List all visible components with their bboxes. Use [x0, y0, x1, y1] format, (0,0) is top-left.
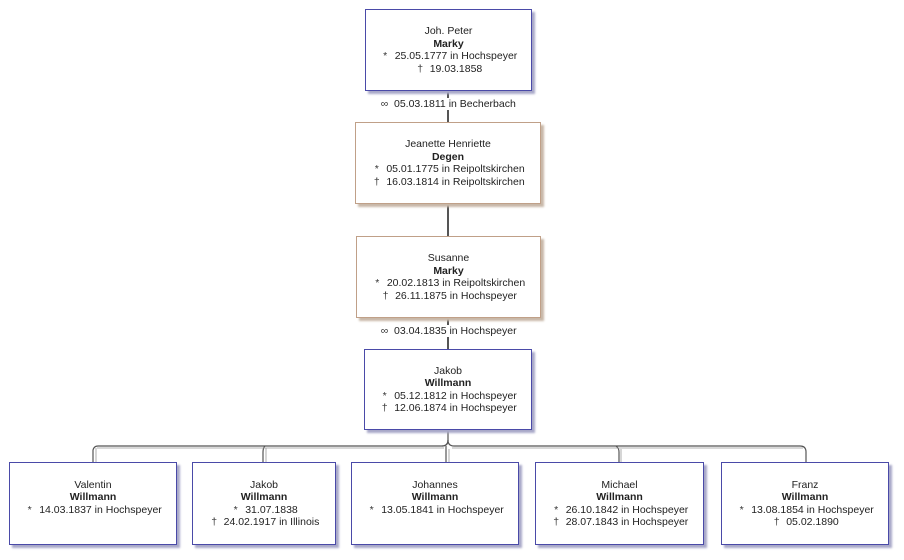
- birth-icon: *: [382, 389, 387, 402]
- branch-line: [92, 430, 449, 462]
- death-line: †24.02.1917 in Illinois: [209, 516, 319, 529]
- surname: Marky: [433, 264, 464, 277]
- death-icon: †: [211, 516, 218, 528]
- birth-icon: *: [739, 503, 744, 516]
- branch-line: [447, 439, 807, 462]
- death-icon: †: [373, 175, 380, 188]
- birth-icon: *: [375, 277, 380, 289]
- birth-line: *25.05.1777 in Hochspeyer: [380, 50, 517, 63]
- death-icon: †: [553, 516, 560, 528]
- given-name: Jakob: [249, 478, 279, 491]
- surname: Willmann: [424, 377, 472, 389]
- given-name: Jakob: [433, 364, 463, 377]
- birth-line: *20.02.1813 in Reipoltskirchen: [372, 277, 525, 290]
- surname: Willmann: [69, 491, 117, 503]
- child-box-michael[interactable]: Michael Willmann *26.10.1842 in Hochspey…: [535, 462, 704, 545]
- death-line: †26.11.1875 in Hochspeyer: [380, 290, 517, 303]
- branch-line: [615, 445, 620, 462]
- given-name: Michael: [601, 478, 638, 491]
- death-line: †05.02.1890: [771, 516, 839, 529]
- child-box-johannes[interactable]: Johannes Willmann *13.05.1841 in Hochspe…: [351, 462, 519, 545]
- birth-line: *13.05.1841 in Hochspeyer: [366, 504, 504, 517]
- death-line: †19.03.1858: [415, 62, 482, 76]
- birth-line: *13.08.1854 in Hochspeyer: [736, 504, 874, 517]
- person-box-susanne-marky[interactable]: Susanne Marky *20.02.1813 in Reipoltskir…: [356, 236, 541, 318]
- birth-icon: *: [369, 503, 374, 516]
- person-box-joh-peter-marky[interactable]: Joh. Peter Marky *25.05.1777 in Hochspey…: [365, 9, 532, 91]
- surname: Willmann: [781, 491, 829, 503]
- given-name: Joh. Peter: [424, 25, 473, 37]
- given-name: Jeanette Henriette: [405, 138, 491, 150]
- birth-line: *14.03.1837 in Hochspeyer: [24, 504, 162, 517]
- given-name: Franz: [791, 478, 819, 491]
- birth-icon: *: [374, 163, 379, 175]
- death-icon: †: [417, 62, 424, 75]
- surname: Willmann: [240, 491, 288, 503]
- given-name: Johannes: [412, 478, 458, 491]
- death-line: †16.03.1814 in Reipoltskirchen: [371, 175, 525, 189]
- branch-line: [262, 445, 266, 462]
- surname: Willmann: [411, 491, 459, 503]
- birth-line: *26.10.1842 in Hochspeyer: [551, 503, 688, 517]
- birth-icon: *: [554, 503, 559, 516]
- birth-icon: *: [27, 503, 32, 516]
- child-box-valentin[interactable]: Valentin Willmann *14.03.1837 in Hochspe…: [9, 462, 177, 545]
- birth-line: *05.01.1775 in Reipoltskirchen: [371, 163, 525, 176]
- marriage-icon: ∞: [380, 325, 389, 337]
- birth-line: *05.12.1812 in Hochspeyer: [379, 390, 517, 403]
- surname: Marky: [433, 37, 464, 50]
- death-line: †12.06.1874 in Hochspeyer: [379, 402, 517, 415]
- marriage-icon: ∞: [380, 98, 389, 110]
- person-box-jeanette-henriette-degen[interactable]: Jeanette Henriette Degen *05.01.1775 in …: [355, 122, 541, 204]
- death-line: †28.07.1843 in Hochspeyer: [551, 516, 688, 529]
- person-box-jakob-willmann[interactable]: Jakob Willmann *05.12.1812 in Hochspeyer…: [364, 349, 532, 430]
- child-box-franz[interactable]: Franz Willmann *13.08.1854 in Hochspeyer…: [721, 462, 889, 545]
- surname: Willmann: [596, 491, 643, 503]
- given-name: Valentin: [74, 478, 112, 491]
- birth-icon: *: [233, 503, 238, 516]
- marriage-label: ∞03.04.1835 in Hochspeyer: [376, 325, 520, 337]
- given-name: Susanne: [427, 252, 470, 264]
- birth-line: *31.07.1838: [230, 504, 298, 517]
- surname: Degen: [431, 150, 465, 163]
- death-icon: †: [382, 289, 389, 302]
- death-icon: †: [381, 402, 388, 414]
- marriage-label: ∞05.03.1811 in Becherbach: [376, 98, 519, 110]
- connector-line: [447, 204, 449, 236]
- child-box-jakob[interactable]: Jakob Willmann *31.07.1838 †24.02.1917 i…: [192, 462, 336, 545]
- birth-icon: *: [383, 50, 388, 62]
- death-icon: †: [773, 516, 780, 528]
